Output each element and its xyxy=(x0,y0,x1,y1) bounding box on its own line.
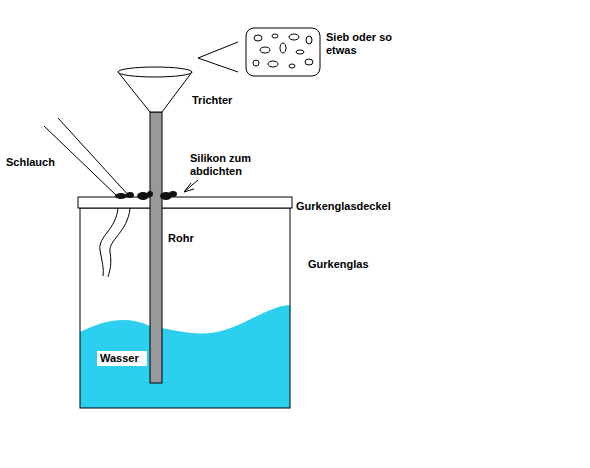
silicone-blobs xyxy=(115,191,177,200)
silicone-label: Silikon zum abdichten xyxy=(190,152,264,178)
jar-lid xyxy=(78,197,292,208)
pickle-jar xyxy=(80,208,290,408)
hose-label: Schlauch xyxy=(6,156,55,169)
jar-label: Gurkenglas xyxy=(308,258,369,271)
sieve-callout xyxy=(246,28,320,76)
pointer-chevron xyxy=(198,42,238,72)
silicone-pointer-head xyxy=(184,183,194,192)
water-label: Wasser xyxy=(97,351,147,366)
funnel-rim xyxy=(118,67,192,77)
sieve-holes xyxy=(253,34,313,68)
funnel-label: Trichter xyxy=(192,94,232,107)
lid-label: Gurkenglasdeckel xyxy=(296,200,391,213)
hose xyxy=(44,118,130,277)
pipe-label: Rohr xyxy=(168,232,194,245)
water xyxy=(80,305,290,408)
silicone-pointer xyxy=(184,180,198,192)
funnel xyxy=(118,72,192,112)
pipe xyxy=(150,112,162,383)
sieve-label: Sieb oder so etwas xyxy=(326,31,398,57)
